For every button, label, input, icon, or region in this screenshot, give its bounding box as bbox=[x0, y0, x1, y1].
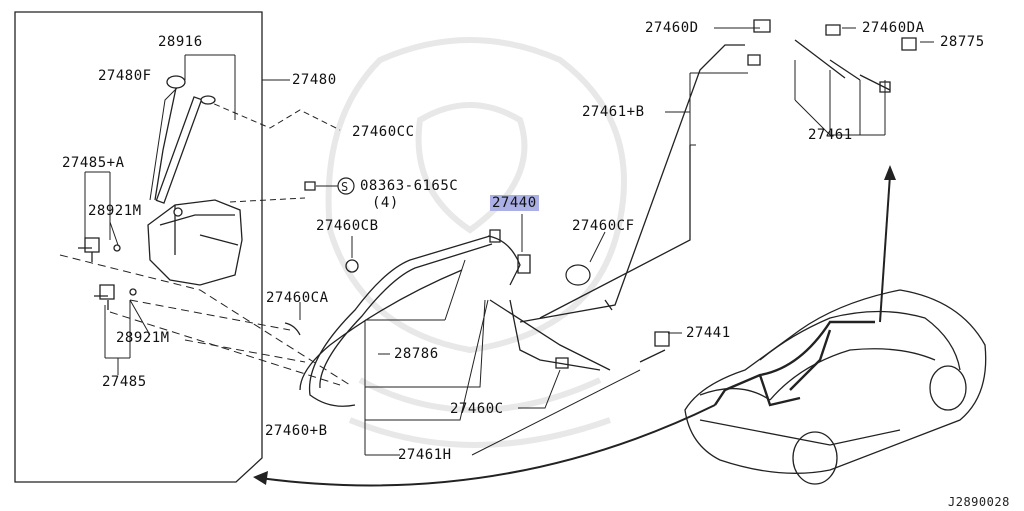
part-label-27460cf[interactable]: 27460CF bbox=[572, 218, 635, 234]
diagram-code: J2890028 bbox=[948, 495, 1010, 509]
circled-s-glyph: S bbox=[341, 180, 348, 194]
part-label-28786[interactable]: 28786 bbox=[394, 346, 439, 362]
circled-s-icon bbox=[338, 178, 354, 194]
part-label-27461b[interactable]: 27461+B bbox=[582, 104, 645, 120]
arrow-up-icon bbox=[884, 165, 896, 180]
part-label-08363-6165c[interactable]: 08363-6165C bbox=[360, 178, 459, 194]
hose-routing bbox=[285, 20, 916, 406]
washer-tank-assembly bbox=[78, 76, 242, 310]
part-label-27480[interactable]: 27480 bbox=[292, 72, 337, 88]
part-label-28916[interactable]: 28916 bbox=[158, 34, 203, 50]
part-label-27440-highlighted[interactable]: 27440 bbox=[490, 195, 539, 211]
part-label-27460ca[interactable]: 27460CA bbox=[266, 290, 329, 306]
direction-arrows bbox=[260, 175, 890, 485]
part-label-27485a[interactable]: 27485+A bbox=[62, 155, 125, 171]
part-label-27480f[interactable]: 27480F bbox=[98, 68, 152, 84]
watermark-emblem bbox=[329, 40, 624, 445]
part-label-27460cb[interactable]: 27460CB bbox=[316, 218, 379, 234]
part-label-27460c[interactable]: 27460C bbox=[450, 401, 504, 417]
part-label-28921m-top[interactable]: 28921M bbox=[88, 203, 142, 219]
inset-box bbox=[15, 12, 262, 482]
arrow-left-icon bbox=[253, 471, 268, 485]
part-label-28921m-bottom[interactable]: 28921M bbox=[116, 330, 170, 346]
part-label-27461[interactable]: 27461 bbox=[808, 127, 853, 143]
part-label-27460d[interactable]: 27460D bbox=[645, 20, 699, 36]
part-label-28775[interactable]: 28775 bbox=[940, 34, 985, 50]
part-label-27485[interactable]: 27485 bbox=[102, 374, 147, 390]
part-label-27460cc[interactable]: 27460CC bbox=[352, 124, 415, 140]
part-label-27441[interactable]: 27441 bbox=[686, 325, 731, 341]
part-label-27460da[interactable]: 27460DA bbox=[862, 20, 925, 36]
car-outline bbox=[685, 290, 986, 484]
part-label-27461h[interactable]: 27461H bbox=[398, 447, 452, 463]
part-qty-08363: (4) bbox=[372, 195, 399, 211]
part-label-27460b[interactable]: 27460+B bbox=[265, 423, 328, 439]
car-washer-hose bbox=[715, 322, 875, 405]
